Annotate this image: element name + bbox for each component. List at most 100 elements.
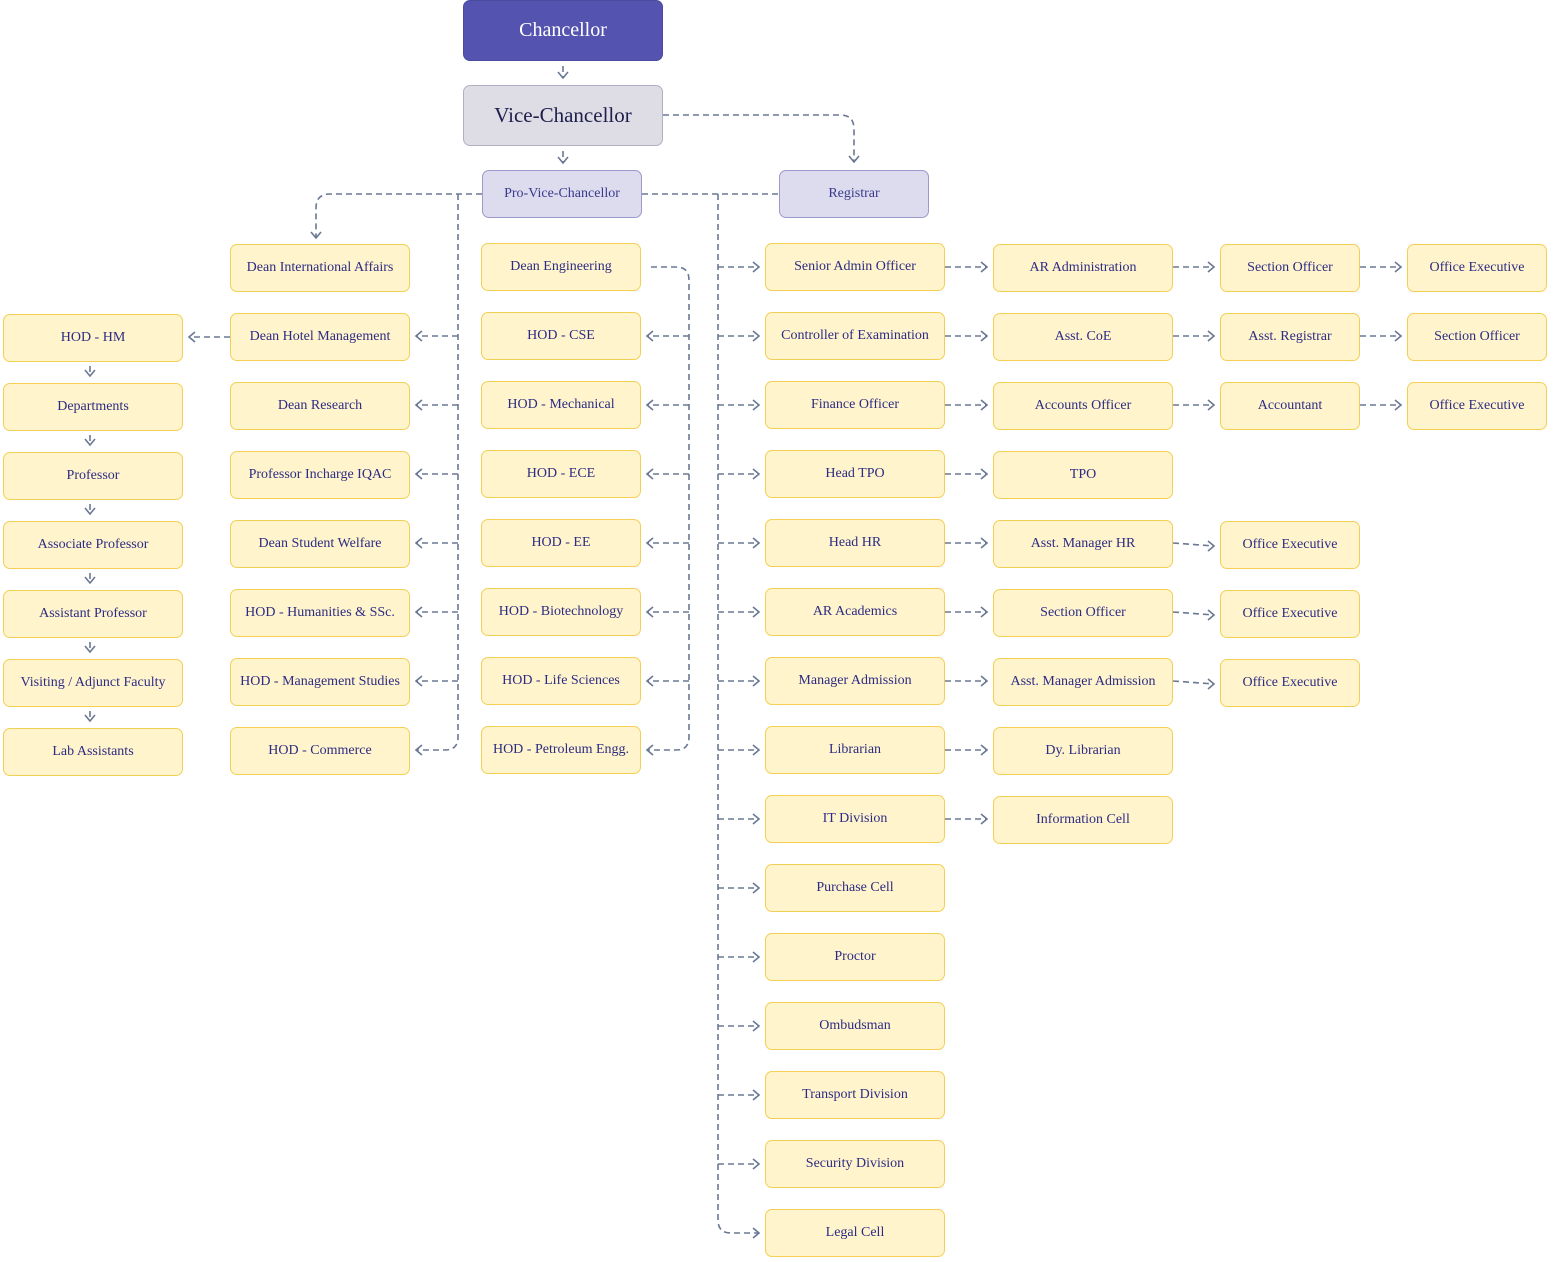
registrar-node[interactable]: Registrar <box>779 170 929 218</box>
admin-node-finance-officer[interactable]: Finance Officer <box>765 381 945 429</box>
arrowhead <box>1394 330 1403 342</box>
connector-line <box>663 114 855 162</box>
ladder-node-lab-assistants[interactable]: Lab Assistants <box>3 728 183 776</box>
dean-node-management-studies[interactable]: HOD - Management Studies <box>230 658 410 706</box>
eng-node-hod-mechanical[interactable]: HOD - Mechanical <box>481 381 641 429</box>
arrowhead <box>752 261 761 273</box>
admin-node-ar-academics[interactable]: AR Academics <box>765 588 945 636</box>
admin-node-ombudsman[interactable]: Ombudsman <box>765 1002 945 1050</box>
ladder-node-assistant-professor[interactable]: Assistant Professor <box>3 590 183 638</box>
eng-node-hod-petroleum[interactable]: HOD - Petroleum Engg. <box>481 726 641 774</box>
arrowhead <box>1207 399 1216 411</box>
vice-chancellor-node[interactable]: Vice-Chancellor <box>463 85 663 146</box>
arrowhead <box>752 813 761 825</box>
admin-node-manager-admission[interactable]: Manager Admission <box>765 657 945 705</box>
arrowhead <box>752 1227 761 1239</box>
connector-line <box>717 194 759 1234</box>
arrowhead <box>310 231 322 240</box>
arrowhead <box>752 399 761 411</box>
arrowhead <box>1207 678 1216 690</box>
admin-node-section-officer[interactable]: Section Officer <box>1220 244 1360 292</box>
admin-node-legal-cell[interactable]: Legal Cell <box>765 1209 945 1257</box>
ladder-node-departments[interactable]: Departments <box>3 383 183 431</box>
arrowhead <box>752 606 761 618</box>
admin-node-accounts-officer[interactable]: Accounts Officer <box>993 382 1173 430</box>
dean-node-commerce[interactable]: HOD - Commerce <box>230 727 410 775</box>
arrowhead <box>645 468 654 480</box>
dean-node-hotel-management[interactable]: Dean Hotel Management <box>230 313 410 361</box>
admin-node-dy-librarian[interactable]: Dy. Librarian <box>993 727 1173 775</box>
dean-node-humanities[interactable]: HOD - Humanities & SSc. <box>230 589 410 637</box>
arrowhead <box>84 645 96 654</box>
admin-node-purchase-cell[interactable]: Purchase Cell <box>765 864 945 912</box>
arrowhead <box>1207 261 1216 273</box>
connector-line <box>416 194 459 751</box>
admin-node-transport-division[interactable]: Transport Division <box>765 1071 945 1119</box>
admin-node-section-officer[interactable]: Section Officer <box>1407 313 1547 361</box>
arrowhead <box>414 330 423 342</box>
ladder-node-hod-hm[interactable]: HOD - HM <box>3 314 183 362</box>
admin-node-it-division[interactable]: IT Division <box>765 795 945 843</box>
arrowhead <box>645 675 654 687</box>
admin-node-accountant[interactable]: Accountant <box>1220 382 1360 430</box>
ladder-node-visiting-faculty[interactable]: Visiting / Adjunct Faculty <box>3 659 183 707</box>
arrowhead <box>84 714 96 723</box>
dean-node-research[interactable]: Dean Research <box>230 382 410 430</box>
ladder-node-professor[interactable]: Professor <box>3 452 183 500</box>
arrowhead <box>557 156 569 165</box>
admin-node-office-executive[interactable]: Office Executive <box>1220 590 1360 638</box>
eng-node-hod-ee[interactable]: HOD - EE <box>481 519 641 567</box>
admin-node-controller-of-examination[interactable]: Controller of Examination <box>765 312 945 360</box>
admin-node-office-executive[interactable]: Office Executive <box>1407 382 1547 430</box>
admin-node-asst-manager-admission[interactable]: Asst. Manager Admission <box>993 658 1173 706</box>
arrowhead <box>414 399 423 411</box>
connector-line <box>647 266 690 751</box>
arrowhead <box>414 606 423 618</box>
arrowhead <box>980 675 989 687</box>
arrowhead <box>980 606 989 618</box>
connector-line <box>1172 611 1215 616</box>
eng-node-dean-engineering[interactable]: Dean Engineering <box>481 243 641 291</box>
arrowhead <box>752 1020 761 1032</box>
eng-node-hod-cse[interactable]: HOD - CSE <box>481 312 641 360</box>
dean-node-international-affairs[interactable]: Dean International Affairs <box>230 244 410 292</box>
admin-node-librarian[interactable]: Librarian <box>765 726 945 774</box>
arrowhead <box>980 468 989 480</box>
admin-node-office-executive[interactable]: Office Executive <box>1220 659 1360 707</box>
chancellor-node[interactable]: Chancellor <box>463 0 663 61</box>
admin-node-office-executive[interactable]: Office Executive <box>1220 521 1360 569</box>
admin-node-tpo[interactable]: TPO <box>993 451 1173 499</box>
eng-node-hod-life-sciences[interactable]: HOD - Life Sciences <box>481 657 641 705</box>
admin-node-asst-coe[interactable]: Asst. CoE <box>993 313 1173 361</box>
eng-node-hod-biotechnology[interactable]: HOD - Biotechnology <box>481 588 641 636</box>
arrowhead <box>84 576 96 585</box>
ladder-node-associate-professor[interactable]: Associate Professor <box>3 521 183 569</box>
eng-node-hod-ece[interactable]: HOD - ECE <box>481 450 641 498</box>
admin-node-security-division[interactable]: Security Division <box>765 1140 945 1188</box>
arrowhead <box>752 882 761 894</box>
dean-node-student-welfare[interactable]: Dean Student Welfare <box>230 520 410 568</box>
arrowhead <box>1394 261 1403 273</box>
admin-node-ar-administration[interactable]: AR Administration <box>993 244 1173 292</box>
admin-node-office-executive[interactable]: Office Executive <box>1407 244 1547 292</box>
admin-node-head-hr[interactable]: Head HR <box>765 519 945 567</box>
pro-vice-chancellor-node[interactable]: Pro-Vice-Chancellor <box>482 170 642 218</box>
admin-node-section-officer[interactable]: Section Officer <box>993 589 1173 637</box>
arrowhead <box>752 537 761 549</box>
arrowhead <box>752 1158 761 1170</box>
arrowhead <box>645 330 654 342</box>
arrowhead <box>414 537 423 549</box>
admin-node-senior-admin-officer[interactable]: Senior Admin Officer <box>765 243 945 291</box>
arrowhead <box>645 606 654 618</box>
admin-node-asst-registrar[interactable]: Asst. Registrar <box>1220 313 1360 361</box>
admin-node-proctor[interactable]: Proctor <box>765 933 945 981</box>
dean-node-iqac[interactable]: Professor Incharge IQAC <box>230 451 410 499</box>
admin-node-head-tpo[interactable]: Head TPO <box>765 450 945 498</box>
arrowhead <box>980 744 989 756</box>
arrowhead <box>752 675 761 687</box>
admin-node-information-cell[interactable]: Information Cell <box>993 796 1173 844</box>
admin-node-asst-manager-hr[interactable]: Asst. Manager HR <box>993 520 1173 568</box>
arrowhead <box>1394 399 1403 411</box>
arrowhead <box>848 155 860 164</box>
arrowhead <box>645 537 654 549</box>
